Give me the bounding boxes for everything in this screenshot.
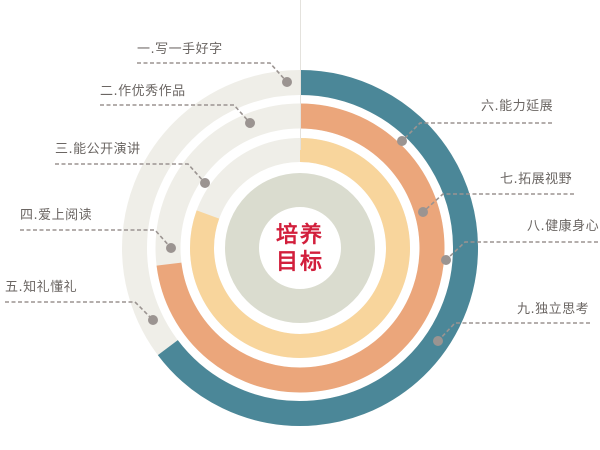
goal-label-8: 八.健康身心 (527, 219, 600, 234)
center-title: 培养 目标 (260, 222, 340, 276)
leader-line-1 (137, 62, 288, 83)
leader-line-9 (437, 322, 590, 342)
outer-teal-arc (157, 70, 478, 426)
leader-line-7 (422, 193, 574, 213)
goal-label-4: 四.爱上阅读 (20, 208, 93, 223)
leader-dot-6 (397, 136, 407, 146)
leader-line-8 (445, 241, 598, 261)
goal-label-1: 一.写一手好字 (137, 42, 223, 57)
yellow-arc (190, 138, 410, 358)
goal-label-3: 三.能公开演讲 (55, 142, 141, 157)
leader-dot-3 (200, 178, 210, 188)
leader-dot-9 (433, 336, 443, 346)
leader-dot-1 (282, 77, 292, 87)
orange-arc (156, 103, 445, 393)
leader-dot-8 (441, 255, 451, 265)
inner-sage-ring (225, 173, 375, 323)
leader-line-6 (401, 122, 552, 142)
leader-line-4 (20, 229, 172, 249)
leader-dot-7 (418, 207, 428, 217)
goal-label-9: 九.独立思考 (517, 302, 590, 317)
leader-dot-4 (166, 243, 176, 253)
center-title-line2: 目标 (275, 250, 324, 275)
leader-dot-5 (148, 315, 158, 325)
leader-dot-2 (245, 118, 255, 128)
leader-line-2 (100, 104, 251, 124)
leader-line-3 (55, 163, 206, 184)
goal-label-2: 二.作优秀作品 (100, 84, 186, 99)
center-title-line1: 培养 (275, 223, 324, 248)
goal-label-5: 五.知礼懂礼 (5, 280, 78, 295)
leader-line-5 (5, 301, 154, 321)
goal-label-7: 七.拓展视野 (500, 172, 573, 187)
goal-label-6: 六.能力延展 (481, 99, 554, 114)
